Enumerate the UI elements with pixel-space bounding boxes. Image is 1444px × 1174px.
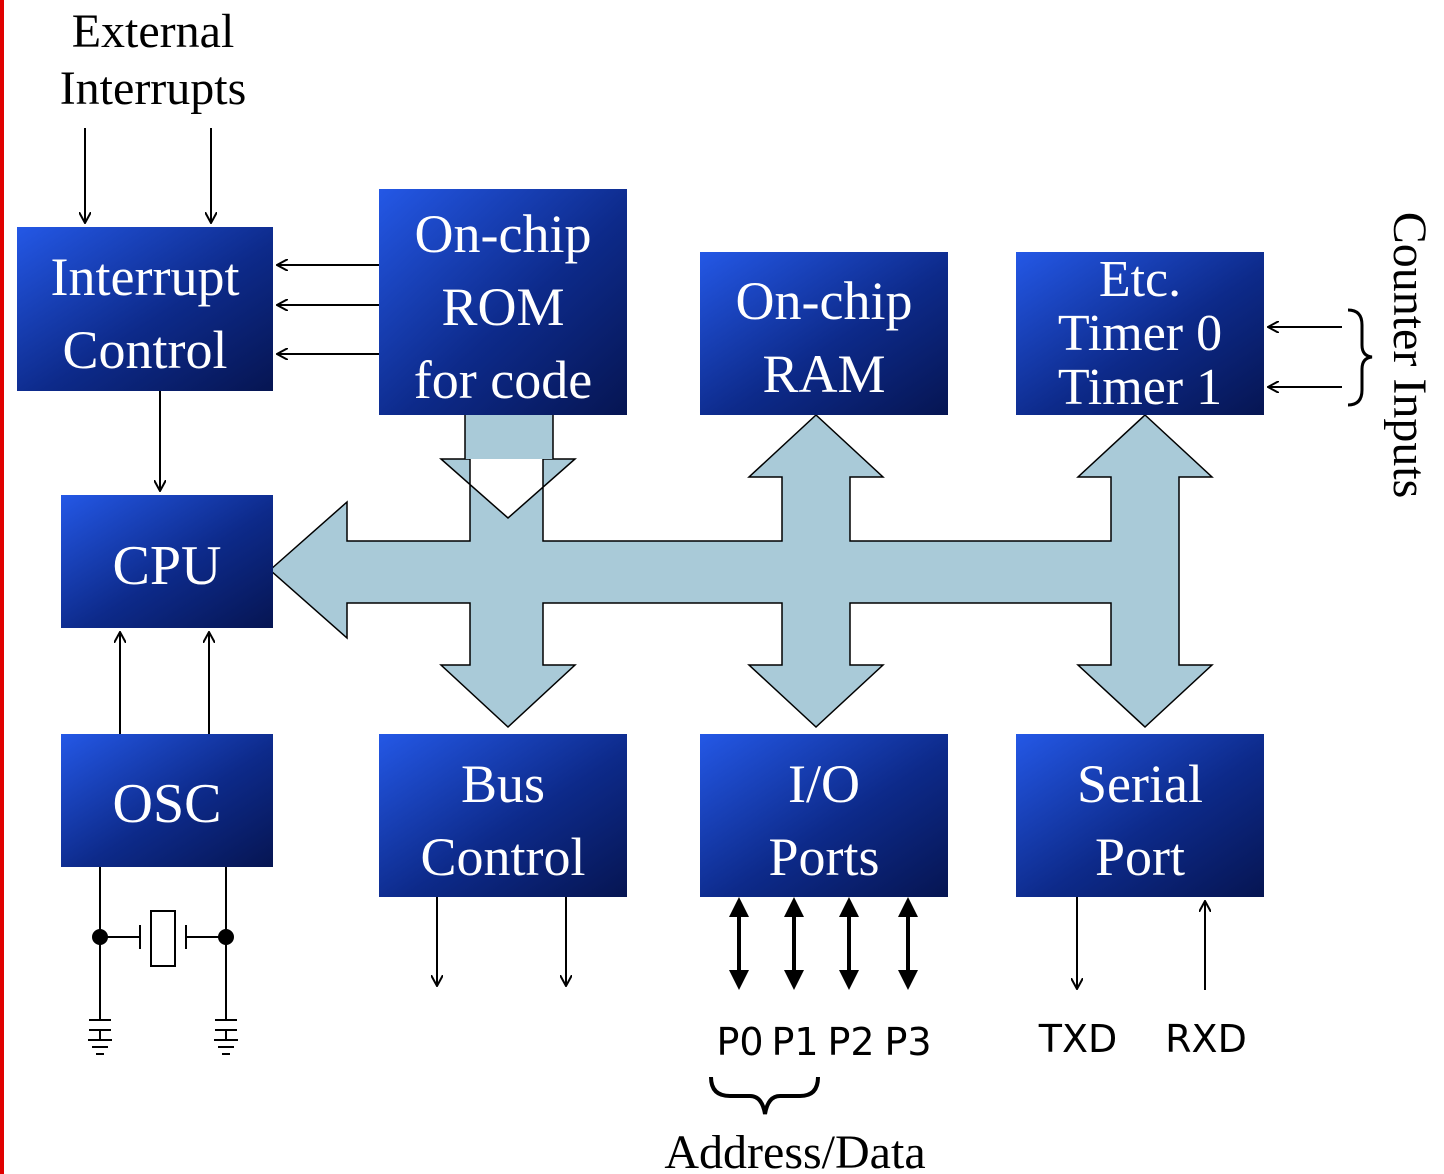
- interrupt-control-line-2: Control: [62, 320, 227, 380]
- rom-line-1: On-chip: [415, 204, 592, 264]
- counter-input-arrows: [1269, 327, 1342, 387]
- external-interrupts-line-2: Interrupts: [60, 62, 247, 115]
- rom-block: On-chip ROM for code: [379, 189, 627, 415]
- internal-bus: [268, 413, 1214, 729]
- port-p2-label: P2: [827, 1020, 874, 1064]
- rom-to-interrupt-arrows: [278, 265, 379, 354]
- counter-inputs-label: Counter Inputs: [1383, 212, 1436, 499]
- osc-block: OSC: [61, 734, 273, 867]
- serial-port-line-1: Serial: [1077, 754, 1203, 814]
- rom-line-2: ROM: [441, 277, 564, 337]
- io-ports-line-2: Ports: [768, 827, 879, 887]
- external-interrupts-line-1: External: [72, 5, 235, 58]
- cpu-block: CPU: [61, 495, 273, 628]
- ground-symbol-left: [88, 1019, 112, 1055]
- ram-line-2: RAM: [762, 344, 885, 404]
- io-port-arrowheads: [729, 897, 918, 990]
- rom-feed: [465, 414, 553, 459]
- interrupt-control-line-1: Interrupt: [51, 247, 240, 307]
- timers-line-1: Etc.: [1099, 251, 1181, 308]
- serial-port-block: Serial Port: [1016, 734, 1264, 897]
- ground-symbol-right: [214, 1019, 238, 1055]
- io-port-arrows: [737, 905, 910, 980]
- rom-line-3: for code: [414, 350, 592, 410]
- ram-line-1: On-chip: [736, 271, 913, 331]
- bus-control-line-2: Control: [420, 827, 585, 887]
- osc-to-cpu-arrows: [120, 633, 209, 734]
- interrupt-control-block: Interrupt Control: [17, 227, 273, 391]
- io-ports-block: I/O Ports: [700, 734, 948, 897]
- osc-label: OSC: [113, 773, 222, 835]
- rom-feed-edges: [464, 414, 554, 459]
- bus-control-line-1: Bus: [461, 754, 545, 814]
- rxd-label: RXD: [1165, 1017, 1247, 1061]
- address-data-brace: [709, 1076, 820, 1115]
- port-p3-label: P3: [884, 1020, 931, 1064]
- bus-control-output-arrows: [437, 897, 566, 985]
- address-data-label: Address/Data: [664, 1126, 925, 1174]
- port-p0-label: P0: [716, 1020, 763, 1064]
- txd-label: TXD: [1038, 1017, 1118, 1061]
- left-edge-rule: [0, 0, 4, 1174]
- cpu-label: CPU: [113, 535, 222, 597]
- serial-port-arrows: [1077, 897, 1205, 990]
- crystal-circuit: [88, 867, 238, 1055]
- timers-line-3: Timer 1: [1058, 359, 1222, 416]
- port-p1-label: P1: [771, 1020, 818, 1064]
- timers-block: Etc. Timer 0 Timer 1: [1016, 251, 1264, 416]
- external-interrupt-arrows: [85, 128, 211, 222]
- ram-block: On-chip RAM: [700, 252, 948, 415]
- bus-control-block: Bus Control: [379, 734, 627, 897]
- io-ports-line-1: I/O: [788, 754, 860, 814]
- serial-port-line-2: Port: [1095, 827, 1185, 887]
- timers-line-2: Timer 0: [1058, 305, 1222, 362]
- counter-inputs-brace: [1347, 308, 1373, 407]
